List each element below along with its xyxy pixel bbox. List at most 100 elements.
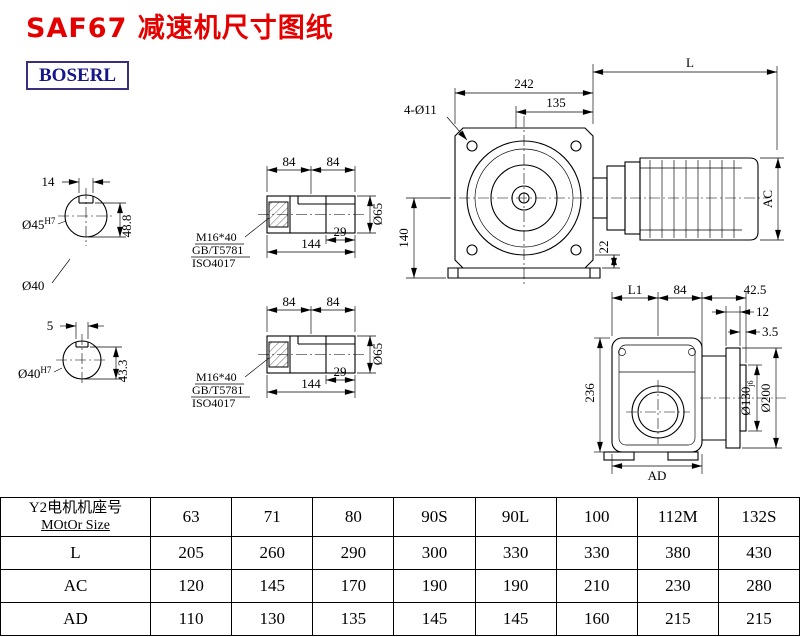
front-view: 242 L 135 4-Ø11 140: [396, 55, 784, 286]
dim-144: 144: [266, 375, 355, 398]
value-cell: 145: [231, 569, 314, 603]
dim-3-5: 3.5: [728, 324, 778, 339]
value-cell: 120: [149, 569, 233, 603]
dim-200-text: Ø200: [758, 384, 773, 413]
row-label: AC: [0, 569, 151, 603]
gb-standard-text: GB/T5781: [192, 383, 243, 397]
dim-84-84: 84 84: [266, 294, 356, 334]
dim-65-text: Ø65: [370, 343, 385, 365]
dim-14-text: 14: [42, 174, 56, 189]
bore-40-text: Ø40H7: [18, 365, 52, 381]
dim-135-text: 135: [546, 95, 566, 110]
dim-29-text: 29: [334, 224, 347, 239]
value-cell: 135: [312, 602, 395, 636]
dim-84a-text: 84: [283, 154, 297, 169]
value-cell: 260: [231, 536, 314, 570]
gb-standard-text: GB/T5781: [192, 243, 243, 257]
dim-144: 144: [266, 235, 355, 258]
dim-84-84: 84 84: [266, 154, 356, 194]
dim-236: 236: [582, 337, 610, 453]
bore-callout-45: Ø45H7: [22, 216, 67, 232]
dim-AC: AC: [760, 157, 784, 241]
dim-3-5-text: 3.5: [762, 324, 778, 339]
dim-84a-text: 84: [283, 294, 297, 309]
row-label: L: [0, 536, 151, 570]
size-col: 90L: [474, 497, 557, 537]
value-cell: 110: [149, 602, 233, 636]
dim-144-text: 144: [301, 376, 321, 391]
value-cell: 190: [474, 569, 557, 603]
base-flange: [447, 267, 601, 279]
brand-logo: BOSERL: [26, 61, 130, 90]
value-cell: 280: [717, 569, 800, 603]
dim-140: 140: [396, 197, 450, 279]
dim-AD: AD: [611, 454, 703, 483]
motor-size-label-cn: Y2电机机座号: [28, 500, 123, 517]
dim-bolt-holes-callout: 4-Ø11: [404, 102, 468, 141]
table-row-AC: AC 120 145 170 190 190 210 230 280: [0, 569, 800, 603]
iso-standard-text: ISO4017: [192, 396, 235, 410]
dim-200: Ø200: [742, 347, 782, 449]
dim-43-3-text: 43.3: [115, 360, 130, 383]
size-col: 132S: [717, 497, 800, 537]
dim-5-text: 5: [47, 318, 54, 333]
size-col: 71: [231, 497, 314, 537]
dimension-table: Y2电机机座号 MOtOr Size 63 71 80 90S 90L 100 …: [0, 497, 800, 636]
value-cell: 190: [393, 569, 476, 603]
bore-45-text: Ø45H7: [22, 216, 56, 232]
dim-65: Ø65: [357, 195, 385, 234]
bolt-spec-text: M16*40: [196, 230, 237, 244]
row-label: AD: [0, 602, 151, 636]
technical-drawing: 242 L 135 4-Ø11 140: [18, 55, 786, 483]
bolt-holes: [466, 140, 582, 256]
dim-236-text: 236: [582, 383, 597, 403]
size-col: 100: [555, 497, 638, 537]
shaft-end-view-45: 14 48.8 Ø45H7 Ø40: [22, 174, 134, 293]
bolt-spec-text: M16*40: [196, 370, 237, 384]
dim-43-3: 43.3: [84, 346, 130, 383]
value-cell: 205: [149, 536, 233, 570]
dim-29: 29: [325, 224, 356, 258]
value-cell: 330: [474, 536, 557, 570]
value-cell: 330: [555, 536, 638, 570]
value-cell: 160: [555, 602, 638, 636]
bolt-callout: M16*40 GB/T5781 ISO4017: [191, 357, 270, 410]
side-housing: [611, 337, 703, 453]
table-row-L: L 205 260 290 300 330 330 380 430: [0, 536, 800, 570]
dim-12: 12: [712, 304, 769, 346]
motor-body: [639, 157, 759, 241]
dim-L-text: L: [686, 55, 694, 70]
dim-65: Ø65: [357, 335, 385, 374]
dim-140-text: 140: [396, 228, 411, 248]
dim-84b-text: 84: [327, 294, 341, 309]
value-cell: 170: [312, 569, 395, 603]
dim-84b-text: 84: [327, 154, 341, 169]
dim-130-text: Ø130j6: [738, 380, 755, 415]
dim-5: 5: [47, 318, 104, 339]
value-cell: 430: [717, 536, 800, 570]
size-col: 90S: [393, 497, 476, 537]
motor-size-header: Y2电机机座号 MOtOr Size: [0, 497, 151, 537]
value-cell: 380: [636, 536, 719, 570]
dim-L1-text: L1: [628, 282, 642, 297]
bolt-callout: M16*40 GB/T5781 ISO4017: [191, 217, 270, 270]
value-cell: 230: [636, 569, 719, 603]
iso-standard-text: ISO4017: [192, 256, 235, 270]
side-boss-outer: [631, 385, 685, 439]
dim-12-text: 12: [756, 304, 769, 319]
value-cell: 130: [231, 602, 314, 636]
size-col: 63: [149, 497, 233, 537]
dim-14: 14: [42, 174, 110, 193]
value-cell: 145: [474, 602, 557, 636]
value-cell: 145: [393, 602, 476, 636]
motor-size-label-en: MOtOr Size: [41, 517, 110, 533]
dim-29-text: 29: [334, 364, 347, 379]
dim-65-text: Ø65: [370, 203, 385, 225]
dim-130: Ø130j6: [738, 364, 762, 432]
dim-242-text: 242: [514, 76, 534, 91]
dim-L: L: [593, 55, 778, 150]
shaft-detail-top: 84 84 29 144 Ø65 M16*40: [191, 154, 385, 270]
foot-right: [667, 451, 699, 461]
dim-48-8: 48.8: [88, 202, 134, 237]
